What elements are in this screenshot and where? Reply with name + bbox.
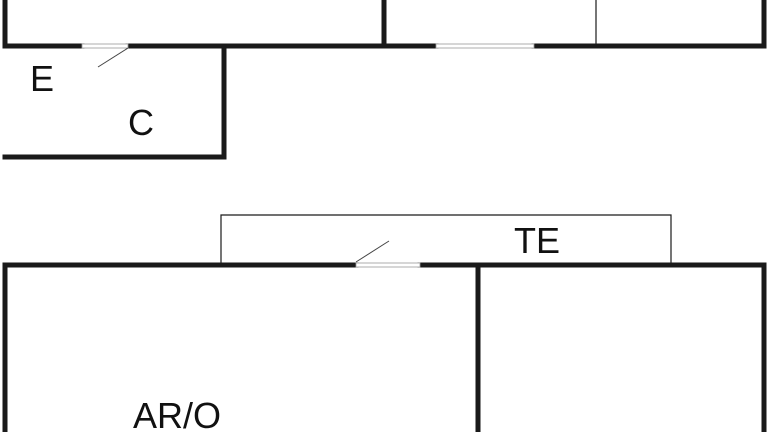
top-window [435, 43, 535, 49]
door-e-opening [81, 43, 129, 49]
room-label-c: C [128, 102, 154, 143]
room-label-te: TE [514, 220, 560, 261]
door-e [81, 43, 129, 68]
lower-rooms [2, 240, 767, 432]
door-te-opening [355, 262, 421, 268]
top-rooms [2, 0, 767, 49]
door-e-leaf [97, 47, 129, 68]
room-te-outline [220, 214, 672, 264]
room-e-c [2, 43, 227, 160]
room-te [220, 214, 672, 264]
room-label-ar-o: AR/O [133, 395, 221, 432]
room-label-e: E [30, 58, 54, 99]
door-te-leaf [355, 240, 390, 263]
